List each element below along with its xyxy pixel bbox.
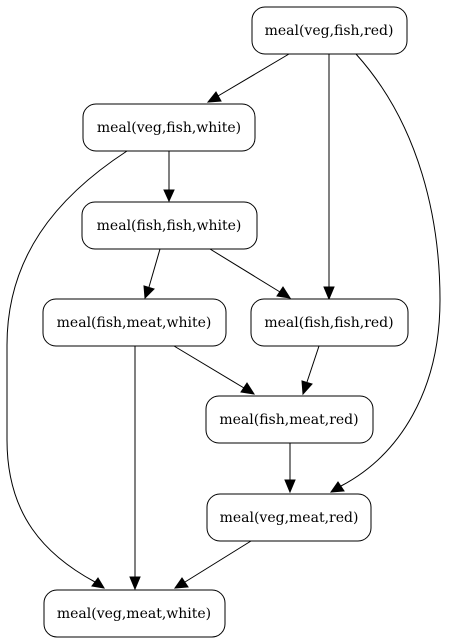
node-label: meal(veg,fish,white) <box>97 120 241 136</box>
edge-arrowhead-n1-n7 <box>329 481 345 493</box>
node-label: meal(fish,fish,white) <box>97 218 242 234</box>
edge-arrowhead-n3-n4 <box>143 285 155 300</box>
nodes-layer: meal(veg,fish,red) meal(veg,fish,white) … <box>42 6 409 638</box>
node-fish-fish-red: meal(fish,fish,red) <box>250 298 409 347</box>
node-label: meal(fish,meat,red) <box>219 412 358 428</box>
edge-arrowhead-n6-n7 <box>284 479 296 494</box>
node-veg-meat-white: meal(veg,meat,white) <box>43 589 226 638</box>
edge-arrowhead-n2-n3 <box>163 189 175 203</box>
node-label: meal(veg,meat,white) <box>57 606 211 622</box>
edge-arrowhead-n7-n8 <box>173 577 189 589</box>
edge-n2-n8 <box>6 150 128 583</box>
node-box <box>251 6 408 55</box>
node-box <box>82 103 256 152</box>
edge-arrowhead-n2-n8 <box>91 577 105 589</box>
node-box <box>42 298 227 347</box>
node-box <box>81 201 258 250</box>
edge-arrowhead-n1-n2 <box>206 91 222 103</box>
node-box <box>43 589 226 638</box>
edge-n3-n4 <box>148 248 161 288</box>
edge-n1-n2 <box>217 53 290 97</box>
node-veg-meat-red: meal(veg,meat,red) <box>206 493 372 542</box>
node-label: meal(fish,meat,white) <box>57 315 212 331</box>
edge-arrowhead-n4-n6 <box>240 382 256 395</box>
edge-arrowhead-n1-n5 <box>323 286 335 301</box>
node-label: meal(veg,fish,red) <box>265 23 394 39</box>
edge-arrowhead-n4-n8 <box>129 576 141 591</box>
edge-n3-n5 <box>209 248 281 293</box>
node-label: meal(fish,fish,red) <box>264 315 393 331</box>
edge-n1-n7 <box>340 53 441 487</box>
node-label: meal(veg,meat,red) <box>220 510 359 526</box>
node-veg-fish-white: meal(veg,fish,white) <box>82 103 256 152</box>
node-box <box>206 493 372 542</box>
node-fish-meat-white: meal(fish,meat,white) <box>42 298 227 347</box>
node-veg-fish-red: meal(veg,fish,red) <box>251 6 408 55</box>
node-fish-fish-white: meal(fish,fish,white) <box>81 201 258 250</box>
edge-n7-n8 <box>184 540 252 583</box>
edge-arrowhead-n5-n6 <box>301 380 313 396</box>
node-fish-meat-red: meal(fish,meat,red) <box>205 395 374 444</box>
edge-arrowhead-n3-n5 <box>276 286 292 299</box>
edges-layer <box>6 53 441 591</box>
node-box <box>250 298 409 347</box>
node-box <box>205 395 374 444</box>
edge-n5-n6 <box>306 345 320 383</box>
edge-n4-n6 <box>173 345 245 389</box>
